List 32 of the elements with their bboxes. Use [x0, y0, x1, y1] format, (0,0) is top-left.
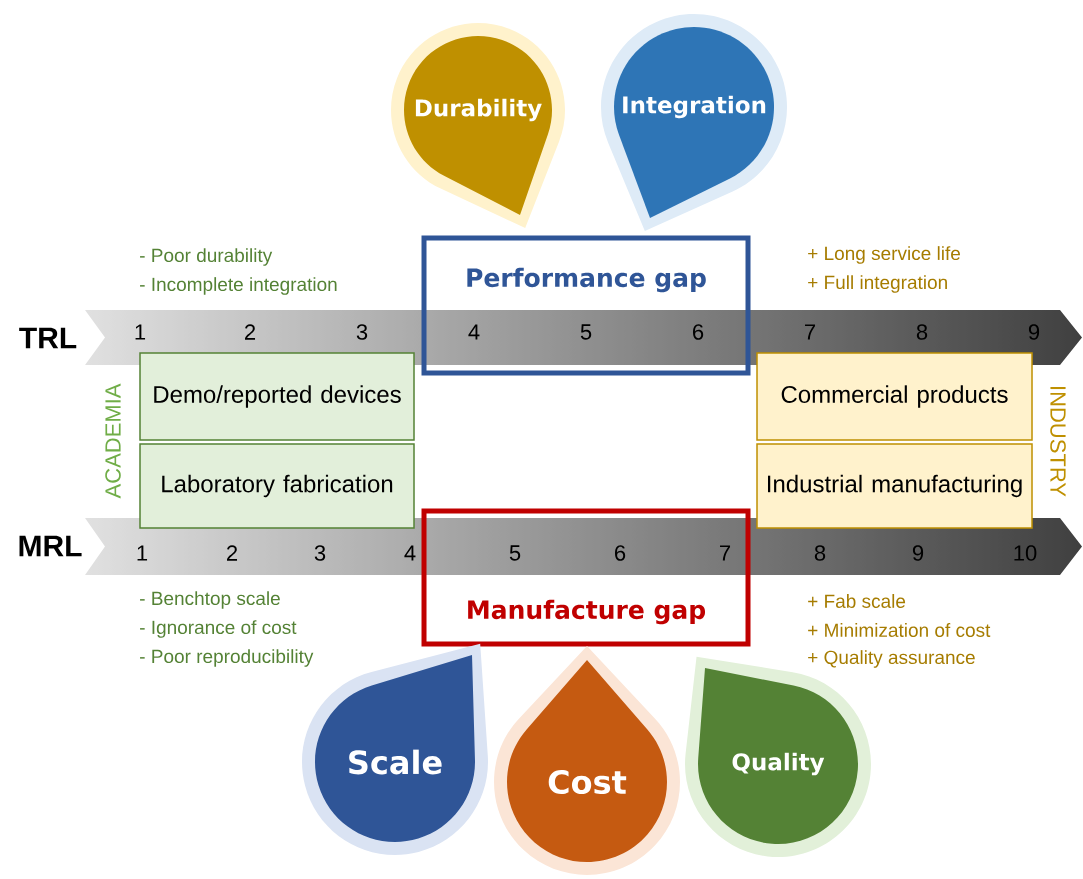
list-item: + Fab scale — [808, 594, 906, 608]
level-number: 7 — [805, 324, 816, 340]
level-number: 4 — [468, 324, 480, 340]
level-number: 1 — [135, 324, 146, 340]
stage-box: Commercial products — [756, 352, 1033, 441]
stage-box: Industrial manufacturing — [756, 443, 1033, 529]
list-item: + Long service life — [808, 246, 960, 264]
level-number: 10 — [1014, 545, 1037, 561]
list-item: + Minimization of cost — [808, 623, 991, 637]
level-number: 7 — [720, 545, 731, 561]
level-number: 9 — [1028, 324, 1040, 340]
level-number: 1 — [137, 545, 148, 561]
list-item: + Full integration — [808, 275, 947, 293]
teardrop: Integration — [601, 14, 787, 231]
stage-box: Laboratory fabrication — [139, 443, 415, 529]
list-item: - Poor durability — [140, 248, 273, 266]
sector-label: ACADEMIA — [105, 383, 121, 499]
list-item: - Benchtop scale — [140, 591, 280, 609]
level-number: 3 — [356, 324, 368, 340]
sector-label: INDUSTRY — [1050, 387, 1066, 497]
level-number: 5 — [580, 324, 592, 340]
level-number: 6 — [615, 545, 626, 561]
level-number: 4 — [404, 545, 416, 561]
list-item: - Incomplete integration — [140, 277, 337, 295]
list-item: - Ignorance of cost — [140, 620, 297, 638]
teardrop: Cost — [494, 646, 680, 875]
stage-box: Demo/reported devices — [139, 352, 415, 441]
scale-name: TRL — [19, 327, 77, 349]
level-number: 5 — [509, 545, 521, 561]
scale-name: MRL — [19, 535, 82, 557]
teardrop: Durability — [391, 23, 565, 228]
level-number: 6 — [693, 324, 704, 340]
